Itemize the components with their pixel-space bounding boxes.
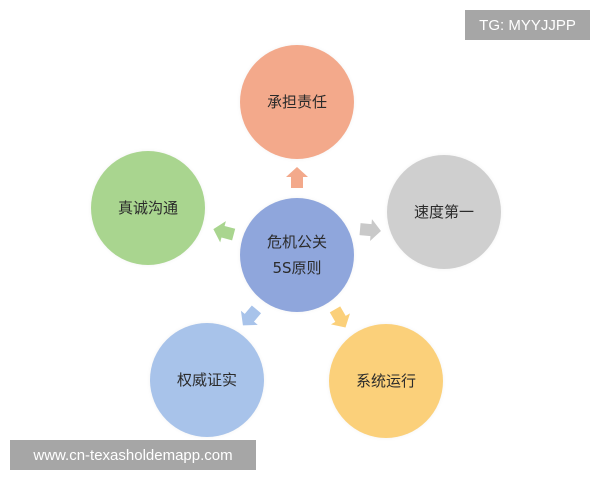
watermark-top-right: TG: MYYJJPP	[465, 10, 590, 40]
node-top-label: 承担责任	[266, 93, 327, 111]
node-bottom-left: 权威证实	[150, 323, 264, 437]
node-bottom-right-label: 系统运行	[355, 372, 416, 390]
node-top: 承担责任	[240, 45, 354, 159]
watermark-top-right-text: TG: MYYJJPP	[479, 16, 576, 34]
node-right-label: 速度第一	[413, 203, 474, 221]
watermark-bottom-left: www.cn-texasholdemapp.com	[10, 440, 256, 470]
node-bottom-left-label: 权威证实	[176, 371, 237, 389]
node-left: 真诚沟通	[91, 151, 205, 265]
node-bottom-right: 系统运行	[329, 324, 443, 438]
center-subtitle: 5S原则	[272, 259, 322, 277]
node-left-label: 真诚沟通	[117, 199, 178, 217]
node-right: 速度第一	[387, 155, 501, 269]
center-title: 危机公关	[266, 233, 327, 251]
watermark-bottom-left-text: www.cn-texasholdemapp.com	[33, 446, 233, 464]
node-center: 危机公关 5S原则	[240, 198, 354, 312]
